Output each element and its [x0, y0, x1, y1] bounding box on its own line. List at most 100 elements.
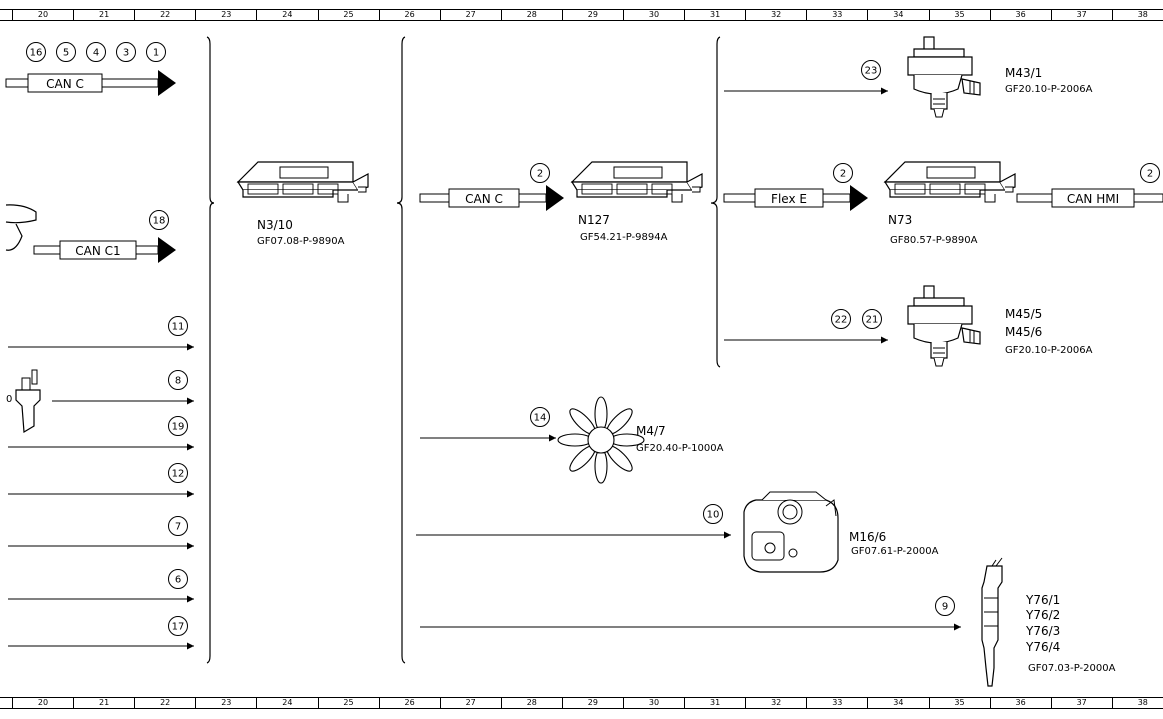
partial-label: 0	[6, 394, 12, 405]
callout-number: 2	[840, 169, 846, 180]
bus-label: CAN C1	[75, 244, 120, 258]
ruler-tick	[561, 697, 563, 708]
ruler-tick	[867, 697, 869, 708]
callout-number: 9	[942, 602, 948, 613]
ruler-number: 23	[221, 10, 232, 19]
fan-m4-7: M4/7 GF20.40-P-1000A	[557, 396, 724, 484]
ruler-number: 37	[1076, 698, 1087, 707]
component-reference: GF20.10-P-2006A	[1005, 84, 1093, 95]
ruler-number: 27	[465, 10, 476, 19]
bracket-inputs	[206, 36, 215, 664]
callout-18: 18	[149, 210, 169, 230]
callout-number: 21	[866, 315, 879, 326]
signal-line-8: 8	[52, 370, 194, 405]
signal-line-9: 9	[420, 596, 961, 631]
component-name: M4/7	[636, 424, 666, 438]
ruler-tick	[806, 9, 808, 20]
signal-line-12: 12	[8, 463, 194, 498]
ruler-number: 22	[160, 698, 171, 707]
bus-can-c-top: CAN C	[5, 70, 176, 96]
ruler-number: 34	[893, 698, 904, 707]
ruler-tick	[684, 697, 686, 708]
ruler-number: 26	[404, 10, 415, 19]
callout-1: 1	[146, 42, 166, 62]
callout-number: 18	[153, 216, 166, 227]
bus-can-c1: CAN C1	[33, 237, 176, 263]
bracket-right	[710, 36, 721, 368]
ruler-tick	[439, 697, 441, 708]
component-reference: GF07.08-P-9890A	[257, 236, 345, 247]
ruler-tick	[1111, 9, 1113, 20]
bus-label: CAN C	[46, 77, 84, 91]
component-name: M45/5	[1005, 307, 1042, 321]
ecu-n3-10: N3/10 GF07.08-P-9890A	[237, 161, 369, 247]
ruler-tick	[317, 697, 319, 708]
callout-number: 19	[172, 422, 185, 433]
component-name: Y76/1	[1025, 593, 1060, 607]
ruler-number: 24	[282, 698, 293, 707]
ruler-tick	[195, 697, 197, 708]
callout-number: 23	[865, 66, 878, 77]
ruler-number: 22	[160, 10, 171, 19]
component-name: M16/6	[849, 530, 886, 544]
ruler-tick	[73, 697, 75, 708]
throttle-m16-6: M16/6 GF07.61-P-2000A	[743, 491, 939, 573]
ruler-tick	[623, 697, 624, 708]
ruler-number: 31	[710, 10, 721, 19]
callout-number: 17	[172, 622, 185, 633]
ruler-tick	[73, 9, 75, 20]
pump-m45: M45/5 M45/6 GF20.10-P-2006A	[907, 285, 1093, 367]
component-name: Y76/2	[1025, 608, 1060, 622]
ruler-number: 36	[1015, 698, 1026, 707]
ruler-number: 28	[526, 698, 537, 707]
ruler-number: 37	[1076, 10, 1087, 19]
ruler-tick	[500, 697, 502, 708]
callout-number: 14	[534, 413, 547, 424]
bus-flex-e: Flex E 2	[723, 163, 868, 211]
ruler-number: 25	[343, 698, 354, 707]
ruler-tick	[989, 9, 991, 20]
ruler-number: 29	[587, 698, 598, 707]
ruler-number: 28	[526, 10, 537, 19]
callout-5: 5	[56, 42, 76, 62]
ruler-tick	[195, 9, 197, 20]
partial-sensor-lower: 0	[6, 369, 41, 434]
ruler-tick	[561, 9, 563, 20]
ruler-tick	[1111, 697, 1113, 708]
callout-16: 16	[26, 42, 46, 62]
ruler-tick	[134, 697, 136, 708]
callout-number: 4	[93, 48, 99, 59]
signal-line-23: 23	[724, 60, 888, 95]
component-reference: GF07.61-P-2000A	[851, 546, 939, 557]
component-name: N73	[888, 213, 912, 227]
signal-line-22-21: 22 21	[724, 309, 888, 344]
component-name: Y76/4	[1025, 640, 1060, 654]
ruler-number: 33	[832, 698, 843, 707]
callout-number: 22	[835, 315, 848, 326]
ruler-number: 21	[99, 10, 110, 19]
component-reference: GF07.03-P-2000A	[1028, 663, 1116, 674]
ruler-tick	[928, 697, 930, 708]
ruler-number: 36	[1015, 10, 1026, 19]
callout-4: 4	[86, 42, 106, 62]
signal-line-10: 10	[416, 504, 731, 539]
ruler-number: 32	[771, 10, 782, 19]
signal-line-17: 17	[8, 616, 194, 650]
ruler-top-line	[0, 697, 1163, 698]
ruler-number: 38	[1137, 698, 1148, 707]
pump-m43-1: M43/1 GF20.10-P-2006A	[907, 36, 1093, 118]
signal-line-11: 11	[8, 316, 194, 351]
callout-number: 11	[172, 322, 185, 333]
ruler-tick	[1050, 697, 1052, 708]
ruler-number: 30	[648, 698, 660, 707]
ruler-tick	[745, 697, 747, 708]
callout-number: 8	[175, 376, 181, 387]
ruler-bottom-line	[0, 708, 1163, 709]
callout-number: 10	[707, 510, 720, 521]
ruler-tick	[378, 9, 380, 20]
ruler-tick	[745, 9, 747, 20]
bus-label: Flex E	[771, 192, 807, 206]
